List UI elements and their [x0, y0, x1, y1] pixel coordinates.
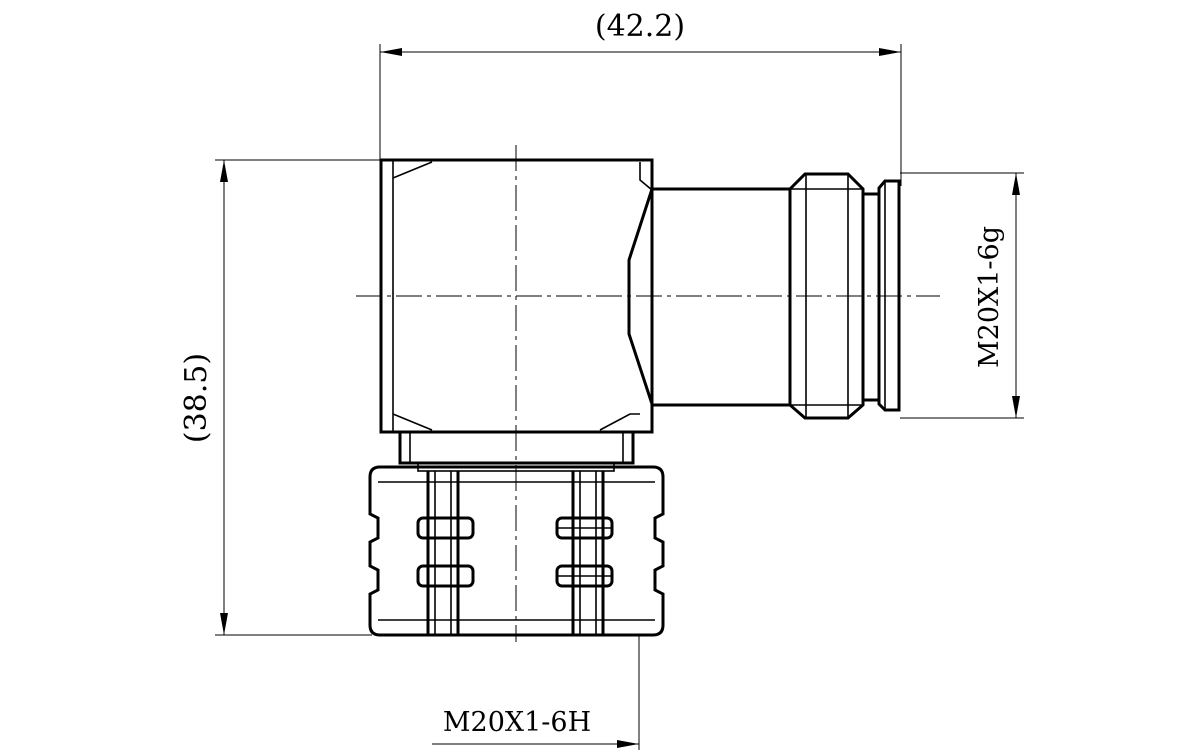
dimension-female-thread: M20X1-6H — [432, 635, 640, 750]
overall-width-label: (42.2) — [595, 9, 685, 44]
male-thread — [788, 172, 901, 420]
coupling-nut — [368, 465, 665, 637]
dimension-overall-height: (38.5) — [179, 159, 380, 636]
female-thread-label: M20X1-6H — [443, 707, 591, 738]
dimension-male-thread: M20X1-6g — [900, 172, 1024, 419]
neck — [627, 187, 790, 407]
dimension-overall-width: (42.2) — [379, 9, 902, 186]
nut-groove-right — [555, 471, 614, 635]
male-thread-label: M20X1-6g — [974, 226, 1005, 368]
overall-height-label: (38.5) — [179, 353, 214, 443]
center-lines — [356, 145, 940, 642]
nut-groove-left — [416, 471, 475, 635]
